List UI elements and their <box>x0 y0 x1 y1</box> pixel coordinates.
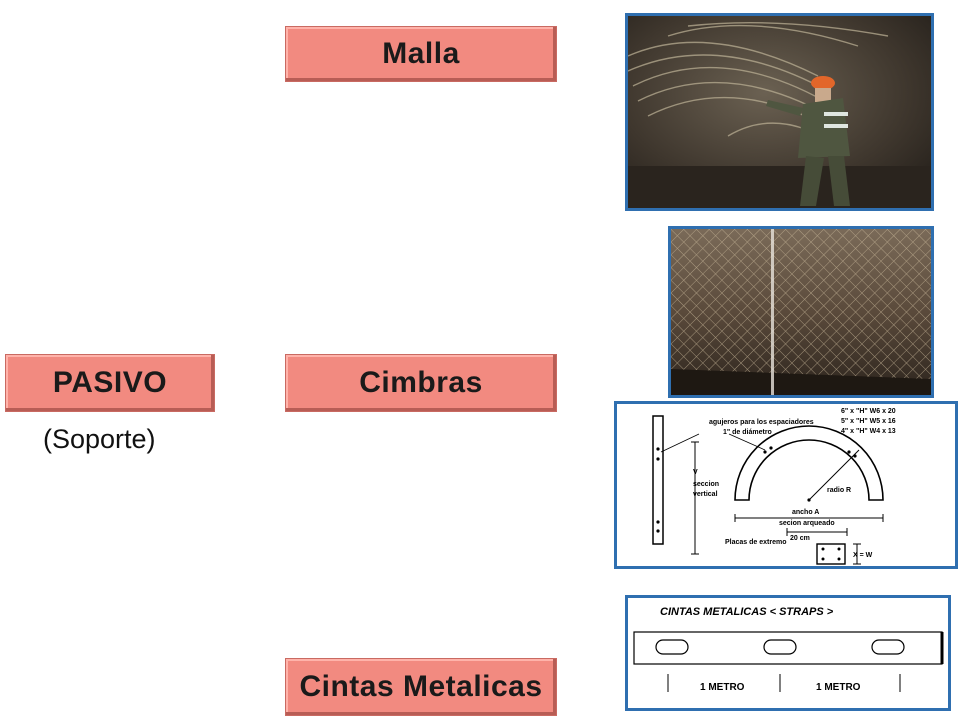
straps-diagram: CINTAS METALICAS < STRAPS > 1 METRO 1 ME… <box>625 595 951 711</box>
malla-photo <box>625 13 934 211</box>
mesh-ceiling-photo <box>668 226 934 398</box>
xw-label: X = W <box>853 552 873 559</box>
spec-1: 6" x "H" W6 x 20 <box>841 408 896 415</box>
cm-label: 20 cm <box>790 535 810 542</box>
malla-box: Malla <box>285 26 557 82</box>
v-label: V <box>693 469 698 476</box>
cimbra-diagram-art: V seccion vertical radio R ancho A secio… <box>652 408 896 565</box>
pasivo-label: PASIVO <box>52 366 168 399</box>
spec-3: 4" x "H" W4 x 13 <box>841 428 896 435</box>
arqueado-label: secion arqueado <box>779 520 835 527</box>
seccion-label: seccion <box>693 481 719 488</box>
cimbras-box: Cimbras <box>285 354 557 412</box>
ancho-label: ancho A <box>792 509 819 516</box>
holes-label-2: 1" de diámetro <box>723 429 772 436</box>
pasivo-subtitle: (Soporte) <box>43 424 156 454</box>
straps-title: CINTAS METALICAS < STRAPS > <box>660 606 834 618</box>
malla-photo-art <box>628 16 931 208</box>
straps-diagram-art: CINTAS METALICAS < STRAPS > 1 METRO 1 ME… <box>633 606 944 693</box>
cintas-box: Cintas Metalicas <box>285 658 557 716</box>
vertical-label: vertical <box>693 491 718 498</box>
cintas-label: Cintas Metalicas <box>299 670 543 703</box>
pasivo-box: PASIVO <box>5 354 215 412</box>
mesh-ceiling-art <box>671 229 931 395</box>
radio-label: radio R <box>827 487 851 494</box>
malla-label: Malla <box>382 37 460 70</box>
metro-2: 1 METRO <box>816 682 861 693</box>
cimbra-diagram: V seccion vertical radio R ancho A secio… <box>614 401 958 569</box>
metro-1: 1 METRO <box>700 682 745 693</box>
holes-label-1: agujeros para los espaciadores <box>709 419 814 426</box>
cimbras-label: Cimbras <box>359 366 483 399</box>
spec-2: 5" x "H" W5 x 16 <box>841 418 896 425</box>
placas-label: Placas de extremo <box>725 539 786 546</box>
